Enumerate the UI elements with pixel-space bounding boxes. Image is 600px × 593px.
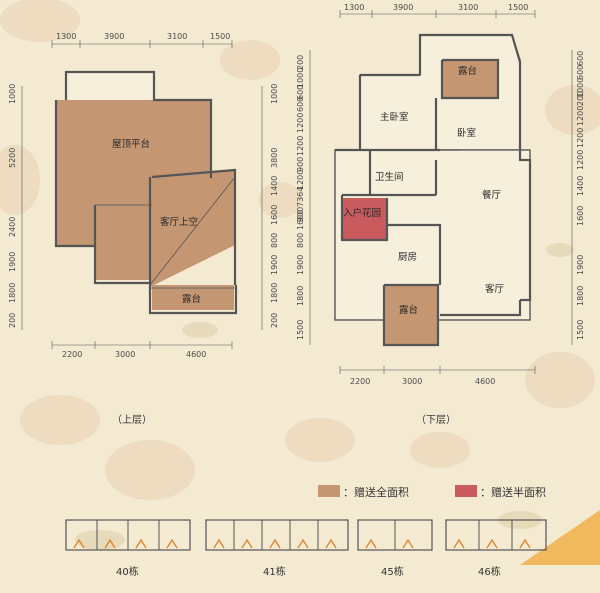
upper-terrace xyxy=(152,285,234,310)
lower-right-dim-10: 1900 xyxy=(576,255,585,275)
lower-left-dim-12: 800 xyxy=(296,233,305,248)
room-label-living-void: 客厅上空 xyxy=(160,216,198,228)
lower-bottom-dim-2: 3000 xyxy=(402,377,422,386)
top-terrace xyxy=(442,60,498,98)
lower-right-dim-1: 600 xyxy=(576,51,585,66)
lower-left-dim-14: 1800 xyxy=(296,286,305,306)
lower-top-dim-3: 3100 xyxy=(458,3,478,12)
lower-left-dim-13: 1900 xyxy=(296,255,305,275)
upper-plan: 1300 3900 3100 1500 2200 3000 4600 1000 … xyxy=(8,32,279,426)
lower-right-dim-12: 1500 xyxy=(576,320,585,340)
living-void xyxy=(150,170,235,287)
upper-top-dim-3: 3100 xyxy=(167,32,187,41)
lower-left-dim-5: 1200 xyxy=(296,113,305,133)
upper-left-dim-4: 1900 xyxy=(8,252,17,272)
upper-left-dim-1: 1000 xyxy=(8,84,17,104)
lower-left-dim-15: 1500 xyxy=(296,320,305,340)
keyplan-45-label: 45栋 xyxy=(381,565,404,578)
lower-left-dim-9: 7364 xyxy=(296,187,305,207)
upper-right-dim-7: 1800 xyxy=(270,283,279,303)
lower-right-dim-5: 1200 xyxy=(576,106,585,126)
lower-left-dim-4: 600 xyxy=(296,97,305,112)
lower-right-dim-11: 1800 xyxy=(576,286,585,306)
keyplan-40-label: 40栋 xyxy=(116,565,139,578)
keyplan-46: 46栋 xyxy=(445,519,547,578)
room-label-roof: 屋顶平台 xyxy=(112,138,150,150)
lower-left-dim-2: 1000 xyxy=(296,68,305,88)
upper-top-dim-4: 1500 xyxy=(210,32,230,41)
upper-left-dim-5: 1800 xyxy=(8,283,17,303)
keyplan-41: 41栋 xyxy=(205,519,349,578)
upper-caption: （上层） xyxy=(112,414,152,426)
lower-left-dim-11: 1600 xyxy=(296,210,305,230)
keyplan-40: 40栋 xyxy=(65,519,191,578)
upper-right-dim-3: 1400 xyxy=(270,176,279,196)
upper-right-dim-5: 800 xyxy=(270,233,279,248)
legend-swatch-full xyxy=(318,485,340,497)
room-label-kitchen: 厨房 xyxy=(398,251,417,263)
lower-left-dim-8: 1200 xyxy=(296,170,305,190)
upper-bottom-dim-1: 2200 xyxy=(62,350,82,359)
building-keyplans: 40栋 41栋 45栋 46栋 xyxy=(65,510,600,578)
lower-right-dim-7: 1200 xyxy=(576,150,585,170)
keyplan-45: 45栋 xyxy=(357,519,433,578)
lower-top-dim-4: 1500 xyxy=(508,3,528,12)
lower-left-dim-10: 900 xyxy=(296,207,305,222)
lower-right-dim-9: 1600 xyxy=(576,206,585,226)
keyplan-46-label: 46栋 xyxy=(478,565,501,578)
bottom-terrace xyxy=(384,285,438,345)
lower-right-dim-4: 200 xyxy=(576,91,585,106)
room-label-bottom-terrace: 露台 xyxy=(399,304,418,316)
keyplan-41-label: 41栋 xyxy=(263,565,286,578)
lower-bottom-dim-3: 4600 xyxy=(475,377,495,386)
legend-label-full: ：赠送全面积 xyxy=(343,485,409,499)
upper-left-dim-2: 5200 xyxy=(8,148,17,168)
room-label-dining: 餐厅 xyxy=(482,189,502,201)
background-pattern xyxy=(0,0,600,550)
upper-right-dim-1: 1000 xyxy=(270,84,279,104)
upper-right-dim-6: 1900 xyxy=(270,255,279,275)
upper-right-dim-2: 3800 xyxy=(270,148,279,168)
room-label-bathroom: 卫生间 xyxy=(375,171,404,183)
lower-left-dim-1: 200 xyxy=(296,55,305,70)
lower-right-dim-2: 600 xyxy=(576,65,585,80)
lower-caption: （下层） xyxy=(416,414,456,426)
room-label-entry-garden: 入户花园 xyxy=(343,207,381,219)
room-label-top-terrace: 露台 xyxy=(458,65,477,77)
lower-right-dim-8: 1400 xyxy=(576,176,585,196)
room-label-master-bedroom: 主卧室 xyxy=(380,111,409,123)
lower-bottom-dim-1: 2200 xyxy=(350,377,370,386)
upper-left-dim-3: 2400 xyxy=(8,217,17,237)
entry-garden xyxy=(342,198,387,240)
room-label-bedroom: 卧室 xyxy=(457,127,476,139)
legend: ：赠送全面积 ：赠送半面积 xyxy=(318,485,546,499)
legend-swatch-half xyxy=(455,485,477,497)
lower-left-dim-3: 600 xyxy=(296,85,305,100)
upper-top-dim-1: 1300 xyxy=(56,32,76,41)
upper-top-dim-2: 3900 xyxy=(104,32,124,41)
room-label-upper-terrace: 露台 xyxy=(182,293,201,305)
lower-left-dim-7: 900 xyxy=(296,157,305,172)
upper-left-dim-6: 200 xyxy=(8,313,17,328)
lower-left-dim-6: 1200 xyxy=(296,136,305,156)
room-label-living: 客厅 xyxy=(485,283,505,295)
upper-bottom-dim-2: 3000 xyxy=(115,350,135,359)
lower-top-dim-1: 1300 xyxy=(344,3,364,12)
upper-right-dim-8: 200 xyxy=(270,313,279,328)
lower-plan: 1300 3900 3100 1500 2200 3000 4600 200 1… xyxy=(296,3,585,426)
lower-right-dim-6: 1200 xyxy=(576,128,585,148)
upper-right-dim-4: 1600 xyxy=(270,205,279,225)
legend-label-half: ：赠送半面积 xyxy=(480,485,546,499)
upper-bottom-dim-3: 4600 xyxy=(186,350,206,359)
lower-right-dim-3: 1000 xyxy=(576,78,585,98)
lower-top-dim-2: 3900 xyxy=(393,3,413,12)
